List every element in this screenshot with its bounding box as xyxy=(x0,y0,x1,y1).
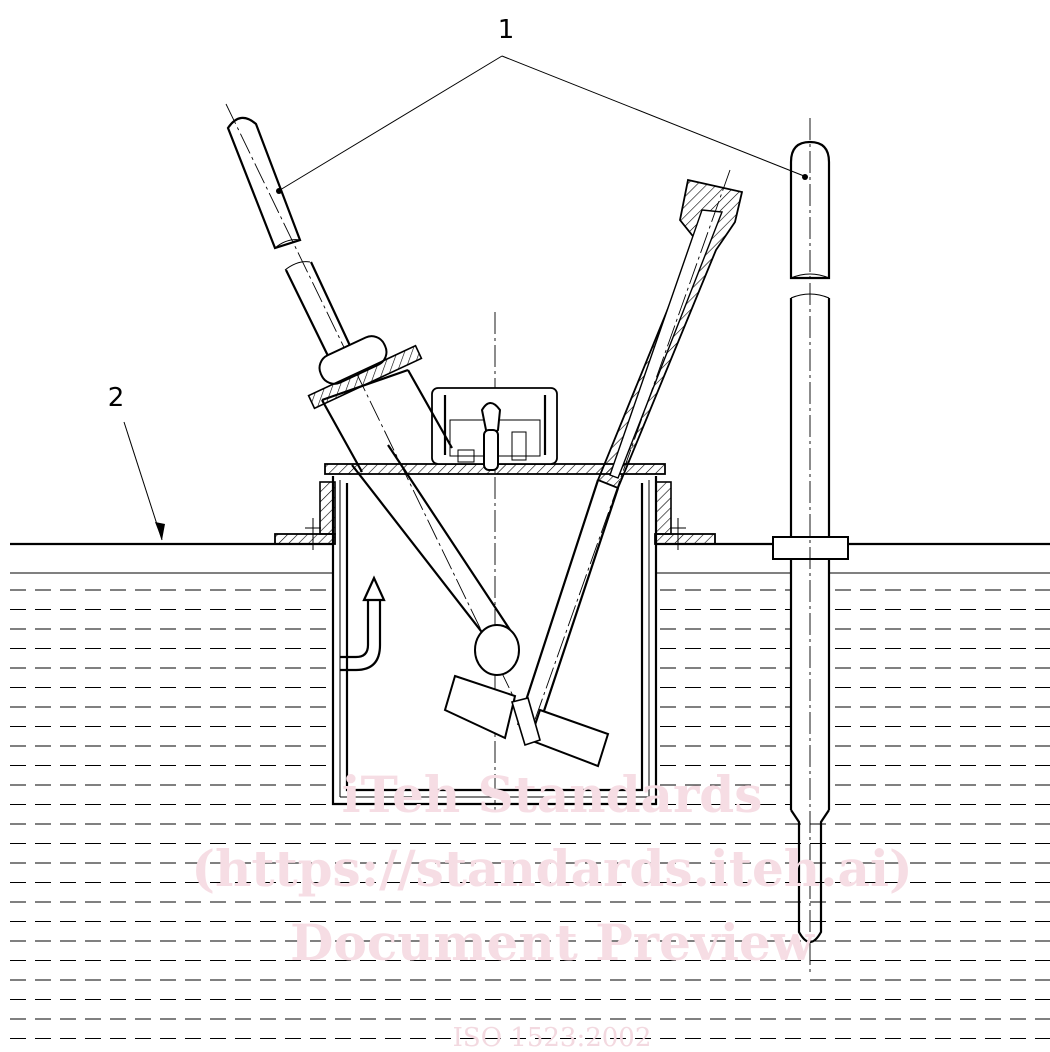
lid-mechanism xyxy=(431,387,558,471)
callout-1: 1 xyxy=(279,15,805,191)
callout-2: 2 xyxy=(108,383,165,541)
watermark-doc-ref: ISO 1523:2002 xyxy=(453,1023,652,1052)
callout-label-1: 1 xyxy=(498,15,515,45)
watermark-line-3: Document Preview xyxy=(290,913,816,972)
thermometer-tilted xyxy=(225,103,520,701)
callout-label-2: 2 xyxy=(108,383,125,413)
stirrer-shaft xyxy=(443,169,744,768)
watermark: iTeh Standards (https://standards.iteh.a… xyxy=(191,765,912,1052)
watermark-line-2: (https://standards.iteh.ai) xyxy=(191,839,912,898)
thermometer-vertical xyxy=(772,118,849,975)
watermark-line-1: iTeh Standards xyxy=(342,765,763,824)
stirrer-inlet xyxy=(340,575,386,672)
